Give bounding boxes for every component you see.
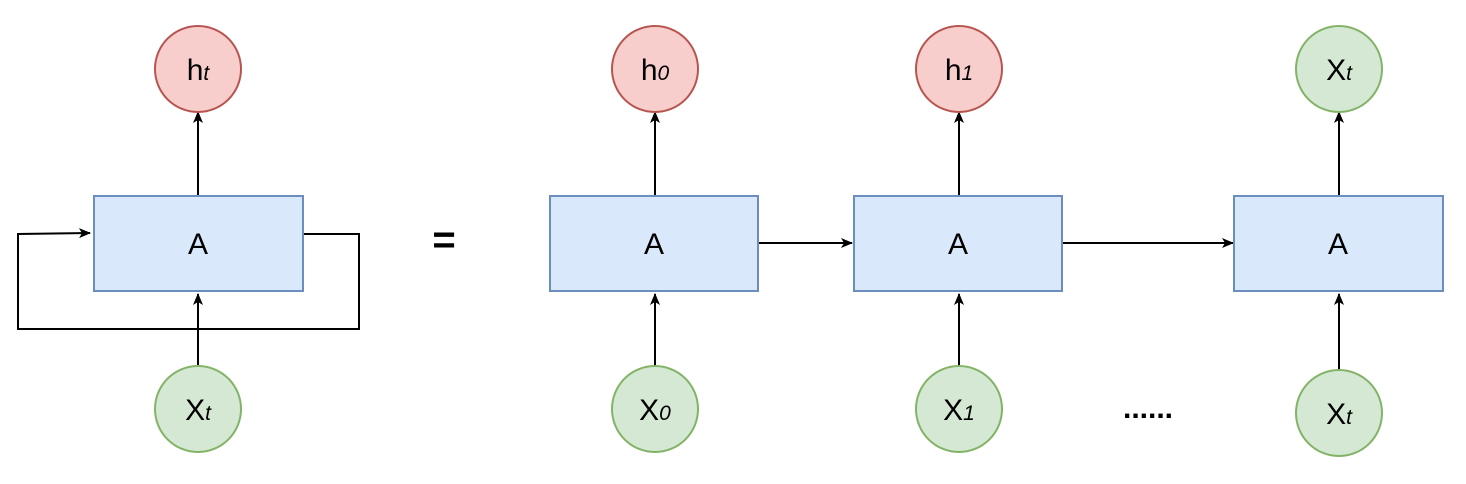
step-0-cell-box [549, 195, 759, 292]
step-1-cell-box [853, 195, 1063, 292]
step-t-input-node [1295, 369, 1383, 457]
rolled-input-node [154, 365, 242, 453]
step-0-input-label: X0 [639, 394, 671, 427]
recurrent-loop-line [17, 228, 360, 330]
rolled-input-label: Xt [185, 394, 212, 427]
step-t-cell-label: A [1328, 228, 1348, 261]
unrolled-rnn: A h0 X0 A h1 X1 ...... A Xt [549, 25, 1444, 457]
equals-sign: = [432, 218, 455, 262]
step-t-output-label: Xt [1326, 54, 1353, 87]
rolled-rnn: A ht Xt [17, 25, 360, 453]
step-1-input-label: X1 [943, 394, 975, 427]
step-0-output-node [611, 25, 699, 113]
step-0-cell-label: A [644, 228, 664, 261]
unrolled-step-0: A h0 X0 [549, 25, 759, 453]
step-1-output-node [915, 25, 1003, 113]
rolled-cell-label: A [188, 228, 208, 261]
rolled-output-label: ht [187, 54, 211, 87]
step-t-cell-box [1233, 195, 1444, 292]
step-1-output-label: h1 [945, 54, 973, 87]
unrolled-step-1: A h1 X1 [853, 25, 1063, 453]
step-0-input-node [611, 365, 699, 453]
step-t-output-node [1295, 25, 1383, 113]
step-1-cell-label: A [948, 228, 968, 261]
rolled-cell-box [93, 195, 304, 292]
ellipsis: ...... [1123, 392, 1173, 425]
rolled-output-node [154, 25, 242, 113]
step-1-input-node [915, 365, 1003, 453]
step-t-input-label: Xt [1326, 398, 1353, 431]
unrolled-step-t: A Xt Xt [1233, 25, 1444, 457]
step-0-output-label: h0 [641, 54, 670, 87]
